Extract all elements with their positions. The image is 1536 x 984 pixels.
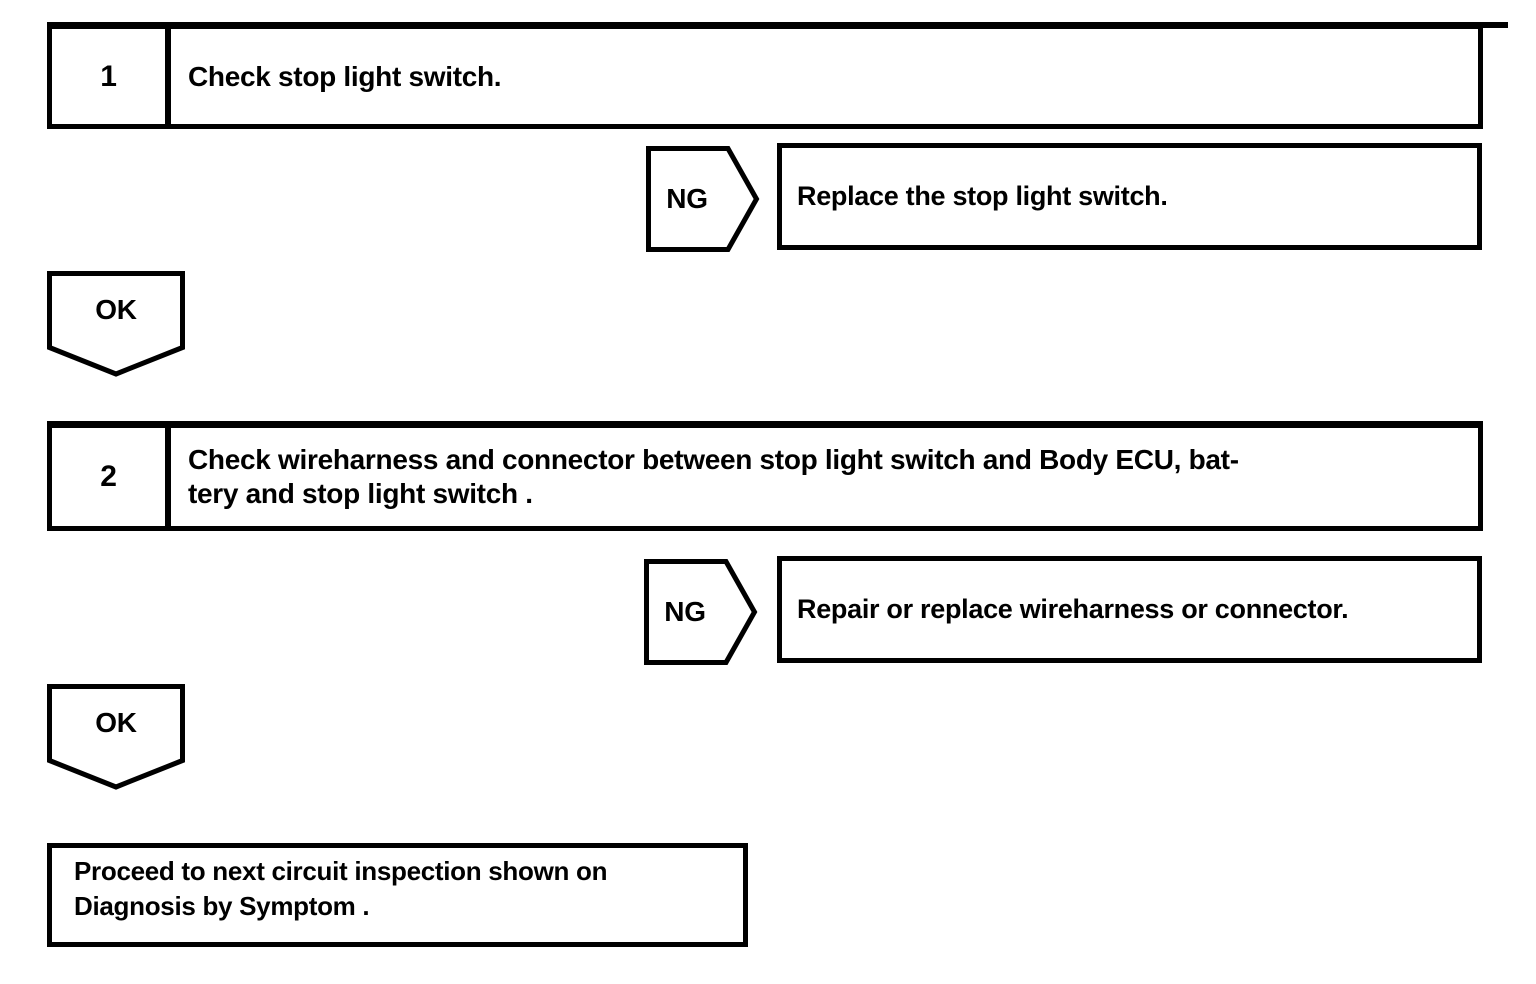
step-1-instruction-line-1: Check stop light switch. xyxy=(188,60,502,92)
ng-2-label: NG xyxy=(664,596,706,627)
ok-down-arrow-icon xyxy=(47,684,185,790)
step-2-instruction-line-1: Check wireharness and connector between … xyxy=(188,444,1239,475)
step-2-instruction-line-2: tery and stop light switch . xyxy=(188,478,533,509)
ng-chevron-icon xyxy=(644,559,758,665)
step-1-box: 1 Check stop light switch. xyxy=(47,22,1483,129)
ng-2-action-text: Repair or replace wireharness or connect… xyxy=(797,594,1349,624)
ng-1-label: NG xyxy=(666,183,708,214)
result-line-2: Diagnosis by Symptom . xyxy=(74,891,370,921)
result-box: Proceed to next circuit inspection shown… xyxy=(47,843,748,947)
ok-1-down-arrow-shape: OK xyxy=(47,271,185,377)
ng-chevron-icon xyxy=(646,146,760,252)
step-1-instruction: Check stop light switch. xyxy=(171,29,1478,124)
ng-2-chevron-shape: NG xyxy=(644,559,758,665)
ok-down-arrow-icon xyxy=(47,271,185,377)
result-line-1: Proceed to next circuit inspection shown… xyxy=(74,856,608,886)
top-rule-artifact xyxy=(1482,22,1508,28)
step-2-instruction: Check wireharness and connector between … xyxy=(171,428,1478,526)
ok-2-label: OK xyxy=(95,707,137,738)
step-2-number: 2 xyxy=(52,428,171,526)
ok-2-down-arrow-shape: OK xyxy=(47,684,185,790)
step-1-number: 1 xyxy=(52,29,171,124)
ng-1-chevron-shape: NG xyxy=(646,146,760,252)
step-2-box: 2 Check wireharness and connector betwee… xyxy=(47,421,1483,531)
ng-1-action-box: Replace the stop light switch. xyxy=(777,143,1482,250)
ng-2-action-box: Repair or replace wireharness or connect… xyxy=(777,556,1482,663)
ng-1-action-text: Replace the stop light switch. xyxy=(797,181,1168,211)
ok-1-label: OK xyxy=(95,294,137,325)
